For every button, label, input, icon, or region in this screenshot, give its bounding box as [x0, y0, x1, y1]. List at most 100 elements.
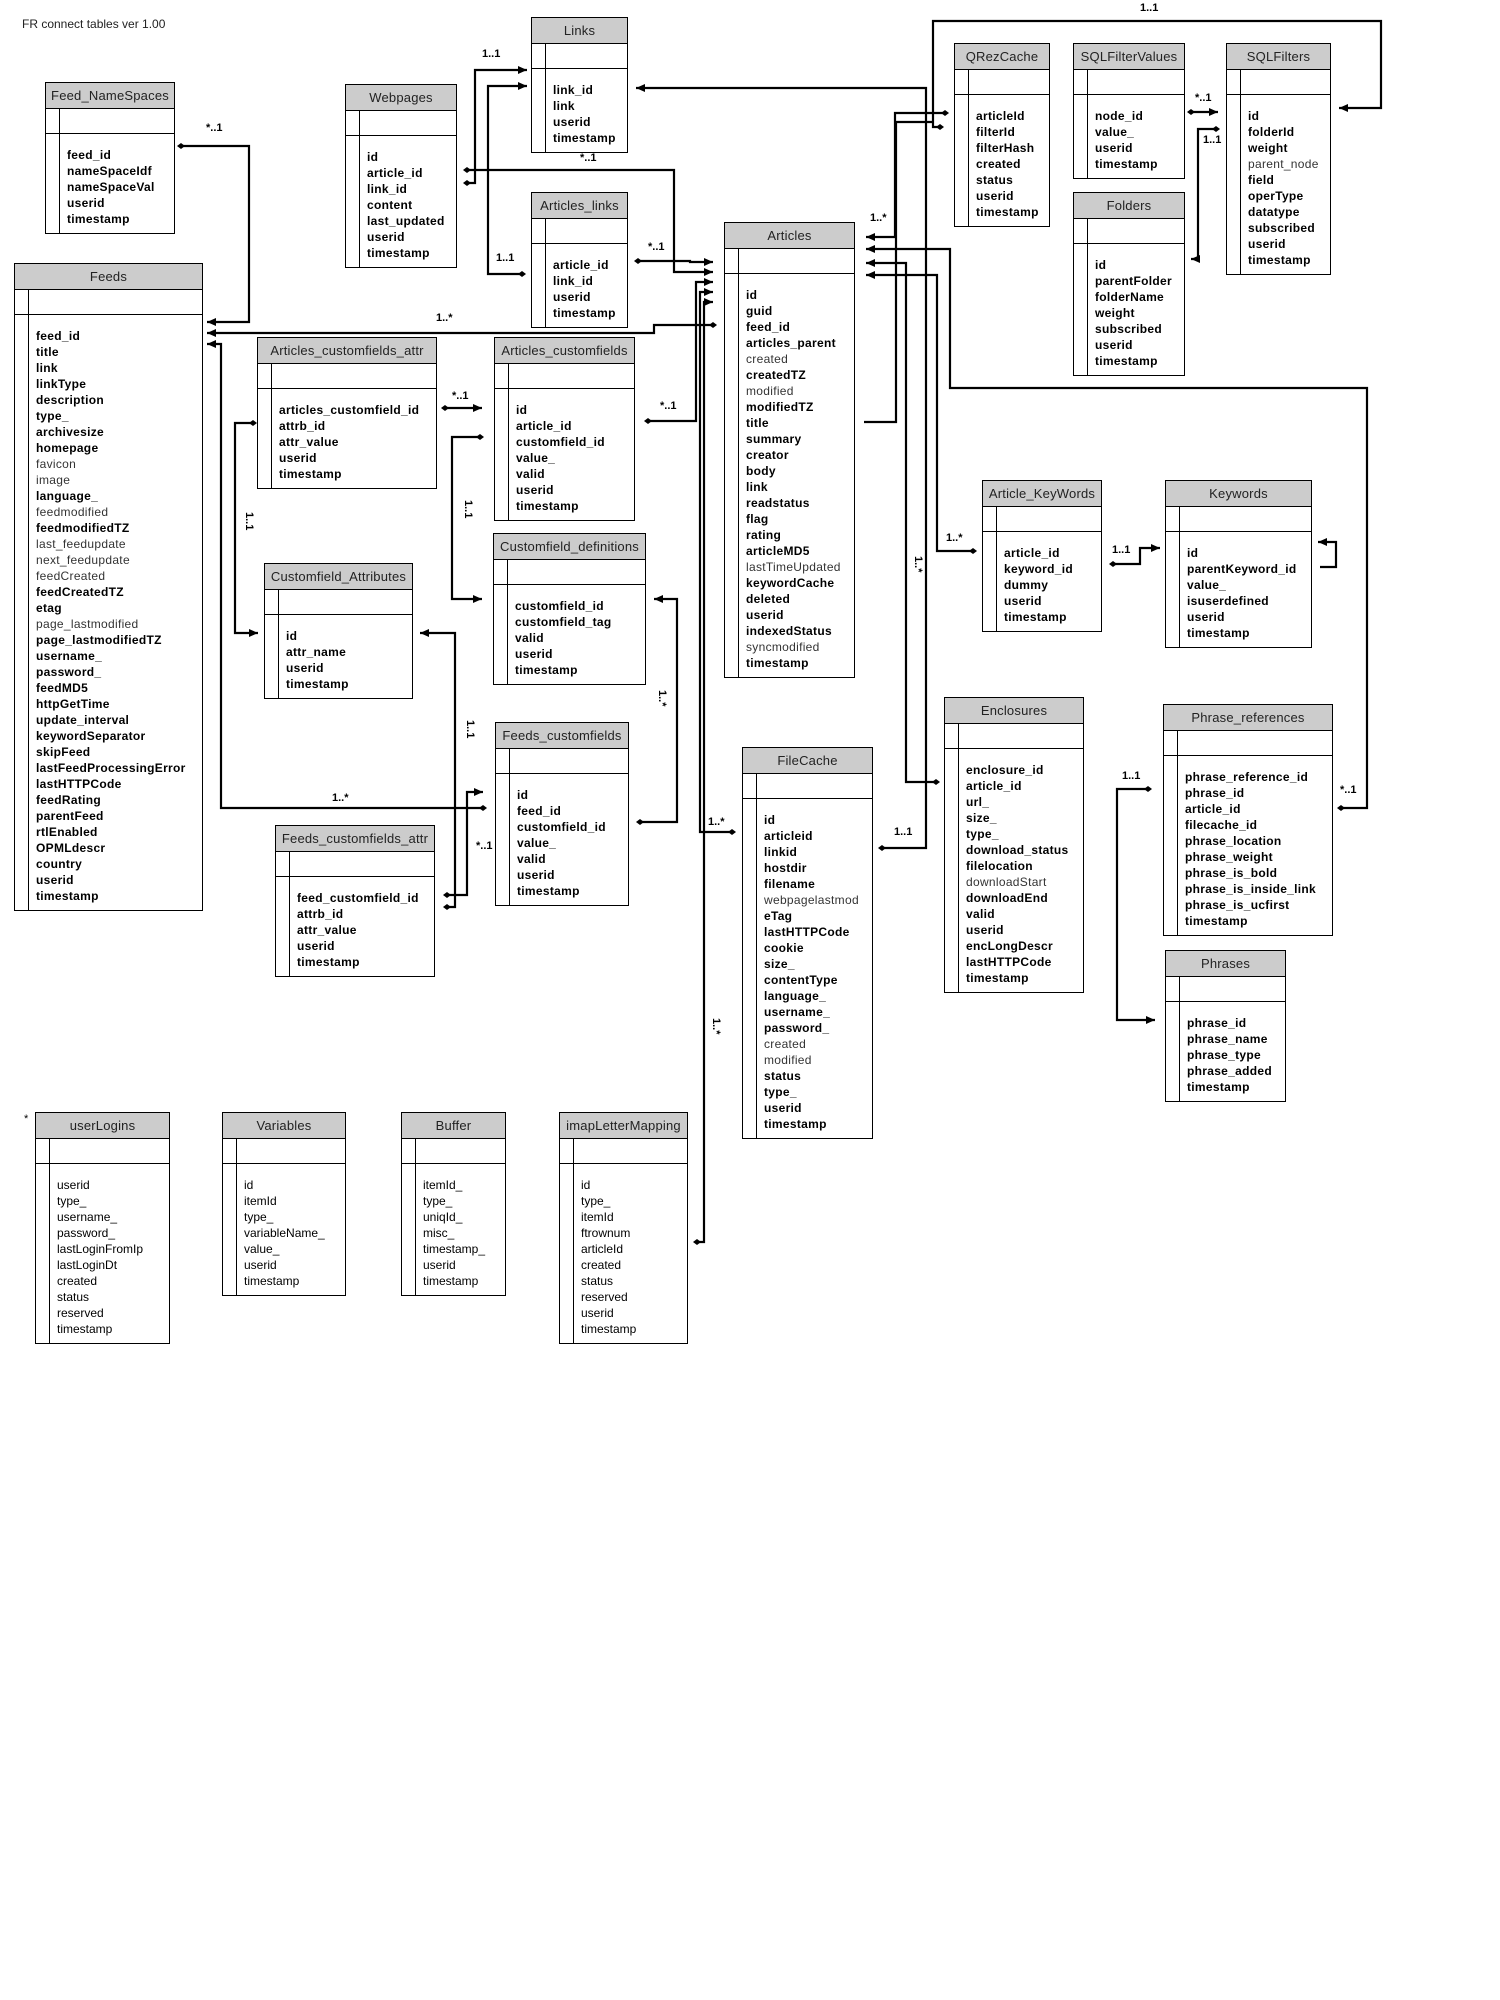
field: userid: [553, 290, 591, 304]
field: feed_customfield_id: [297, 891, 419, 905]
field: createdTZ: [746, 368, 807, 382]
table-header: FileCache: [743, 748, 872, 774]
cardinality-label: *..1: [206, 122, 223, 134]
field: modifiedTZ: [746, 400, 814, 414]
field: phrase_weight: [1185, 850, 1273, 864]
rel-articles-title-line: [864, 120, 933, 424]
star-marker: *: [24, 1113, 29, 1125]
table-key-row: [560, 1139, 687, 1164]
field: downloadStart: [966, 875, 1047, 889]
field: feed_id: [746, 320, 791, 334]
field: favicon: [36, 457, 77, 471]
table-key-row: [955, 70, 1049, 95]
cardinality-label: *..1: [580, 152, 597, 164]
table-key-row: [1166, 507, 1311, 532]
field: cookie: [764, 941, 804, 955]
field: articleMD5: [746, 544, 810, 558]
field: userid: [1095, 338, 1133, 352]
field: timestamp: [1187, 626, 1250, 640]
field: feed_id: [517, 804, 562, 818]
field: deleted: [746, 592, 791, 606]
field: valid: [517, 852, 546, 866]
table-key-row: [494, 560, 645, 585]
field: userid: [764, 1101, 802, 1115]
field: articleid: [764, 829, 813, 843]
field: attrb_id: [297, 907, 344, 921]
field: page_lastmodifiedTZ: [36, 633, 162, 647]
field: body: [746, 464, 776, 478]
field: dummy: [1004, 578, 1049, 592]
field: customfield_id: [517, 820, 606, 834]
field: article_id: [516, 419, 572, 433]
rel-articleslinks-articles: [634, 258, 713, 266]
field: feed_id: [36, 329, 81, 343]
table-header: Enclosures: [945, 698, 1083, 724]
field: userid: [1248, 237, 1286, 251]
cardinality-label: 1..*: [710, 1018, 722, 1035]
field: webpagelastmod: [764, 893, 859, 907]
table-key-row: [1074, 219, 1184, 244]
table-key-row: [36, 1139, 169, 1164]
field: article_id: [367, 166, 423, 180]
cardinality-label: 1..1: [243, 512, 255, 531]
field: username_: [36, 649, 103, 663]
field: timestamp: [36, 889, 99, 903]
field: timestamp: [1095, 354, 1158, 368]
field: userid: [286, 661, 324, 675]
field: operType: [1248, 189, 1304, 203]
field: variableName_: [244, 1226, 325, 1240]
cardinality-label: *..1: [452, 390, 469, 402]
table-header: Articles_customfields_attr: [258, 338, 436, 364]
field: timestamp: [976, 205, 1039, 219]
field: title: [746, 416, 769, 430]
table-key-row: [725, 249, 854, 274]
field: rating: [746, 528, 782, 542]
field: summary: [746, 432, 802, 446]
field: valid: [515, 631, 544, 645]
field: description: [36, 393, 104, 407]
field: rtlEnabled: [36, 825, 98, 839]
field: created: [746, 352, 789, 366]
field: uniqId_: [423, 1210, 463, 1224]
field: username_: [57, 1210, 118, 1224]
table-key-row: [223, 1139, 345, 1164]
field: downloadEnd: [966, 891, 1048, 905]
cardinality-label: 1..1: [1112, 544, 1131, 556]
field: archivesize: [36, 425, 105, 439]
field: lastHTTPCode: [36, 777, 122, 791]
field: itemId: [244, 1194, 277, 1208]
